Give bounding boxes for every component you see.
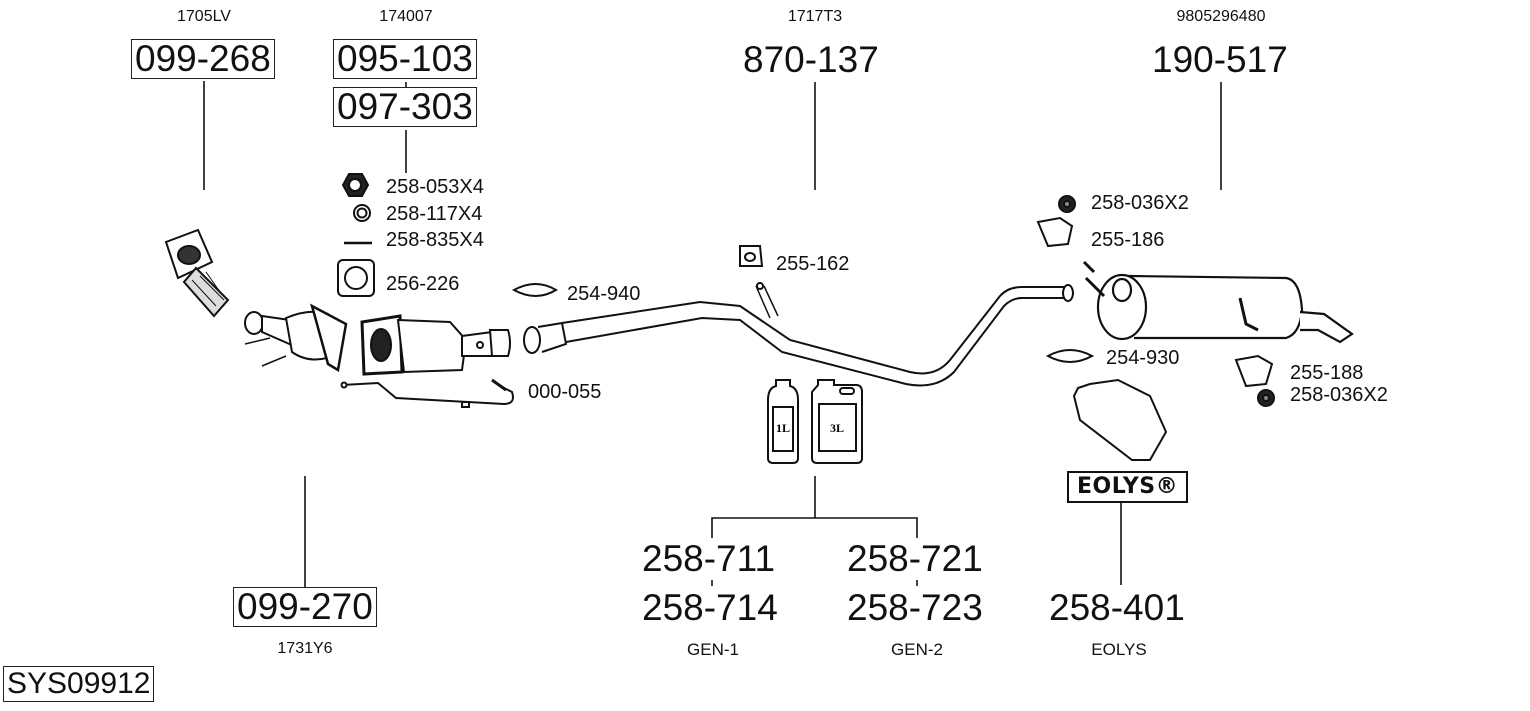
mounting-bracket-icon: [1036, 216, 1074, 248]
oe-number-dpf: 1731Y6: [277, 640, 333, 657]
mounting-bracket-icon: [1234, 354, 1274, 388]
clamp-icon: [511, 283, 558, 297]
gen-2-label: GEN-2: [891, 640, 943, 659]
part-number-190-517[interactable]: 190-517: [1152, 39, 1288, 80]
part-number-095-103[interactable]: 095-103: [333, 39, 477, 79]
system-id: SYS09912: [3, 666, 155, 702]
accessory-255-188[interactable]: 255-188: [1290, 362, 1364, 384]
oe-number-rear-silencer: 9805296480: [1176, 8, 1266, 25]
accessory-258-835x4[interactable]: 258-835X4: [386, 229, 484, 251]
front-pipe-drawing: [164, 228, 230, 318]
part-number-870-137[interactable]: 870-137: [743, 39, 879, 80]
oe-number-front-pipe: 1705LV: [177, 8, 231, 25]
eolys-tank-icon: [1072, 378, 1168, 461]
catalyst-drawing: [244, 303, 348, 373]
sensor-pipe-drawing: [340, 378, 514, 408]
clamp-icon: [1045, 349, 1095, 363]
accessory-254-930[interactable]: 254-930: [1106, 347, 1180, 369]
eolys-logo: EOLYS®: [1067, 471, 1189, 503]
accessory-258-117x4[interactable]: 258-117X4: [386, 203, 483, 225]
rear-silencer-drawing: [1082, 260, 1354, 344]
jerrycan-label: 3L: [830, 421, 844, 435]
part-number-099-270[interactable]: 099-270: [233, 587, 377, 627]
part-number-097-303[interactable]: 097-303: [333, 87, 477, 127]
accessory-258-036x2-bottom[interactable]: 258-036X2: [1290, 384, 1388, 406]
eolys-label: EOLYS: [1091, 640, 1147, 659]
part-number-258-714[interactable]: 258-714: [642, 587, 778, 628]
accessory-255-162[interactable]: 255-162: [776, 253, 850, 275]
accessory-256-226[interactable]: 256-226: [386, 273, 460, 295]
fluid-containers: [767, 379, 863, 464]
bottle-label: 1L: [776, 421, 790, 435]
accessory-255-186[interactable]: 255-186: [1091, 229, 1165, 251]
accessory-000-055[interactable]: 000-055: [528, 381, 602, 403]
gen-1-label: GEN-1: [687, 640, 739, 659]
part-number-099-268[interactable]: 099-268: [131, 39, 275, 79]
part-number-258-721[interactable]: 258-721: [847, 538, 983, 579]
middle-pipe-drawing: [523, 282, 1074, 387]
accessory-258-036x2-top[interactable]: 258-036X2: [1091, 192, 1189, 214]
dpf-drawing: [360, 314, 511, 376]
accessory-254-940[interactable]: 254-940: [567, 283, 641, 305]
part-number-258-723[interactable]: 258-723: [847, 587, 983, 628]
leader-bracket-fluids: [711, 517, 918, 538]
accessory-258-053x4[interactable]: 258-053X4: [386, 176, 484, 198]
oe-number-middle-pipe: 1717T3: [787, 8, 843, 25]
part-number-258-711[interactable]: 258-711: [642, 538, 776, 579]
oe-number-catalyst: 174007: [379, 8, 433, 25]
part-number-258-401[interactable]: 258-401: [1049, 587, 1185, 628]
